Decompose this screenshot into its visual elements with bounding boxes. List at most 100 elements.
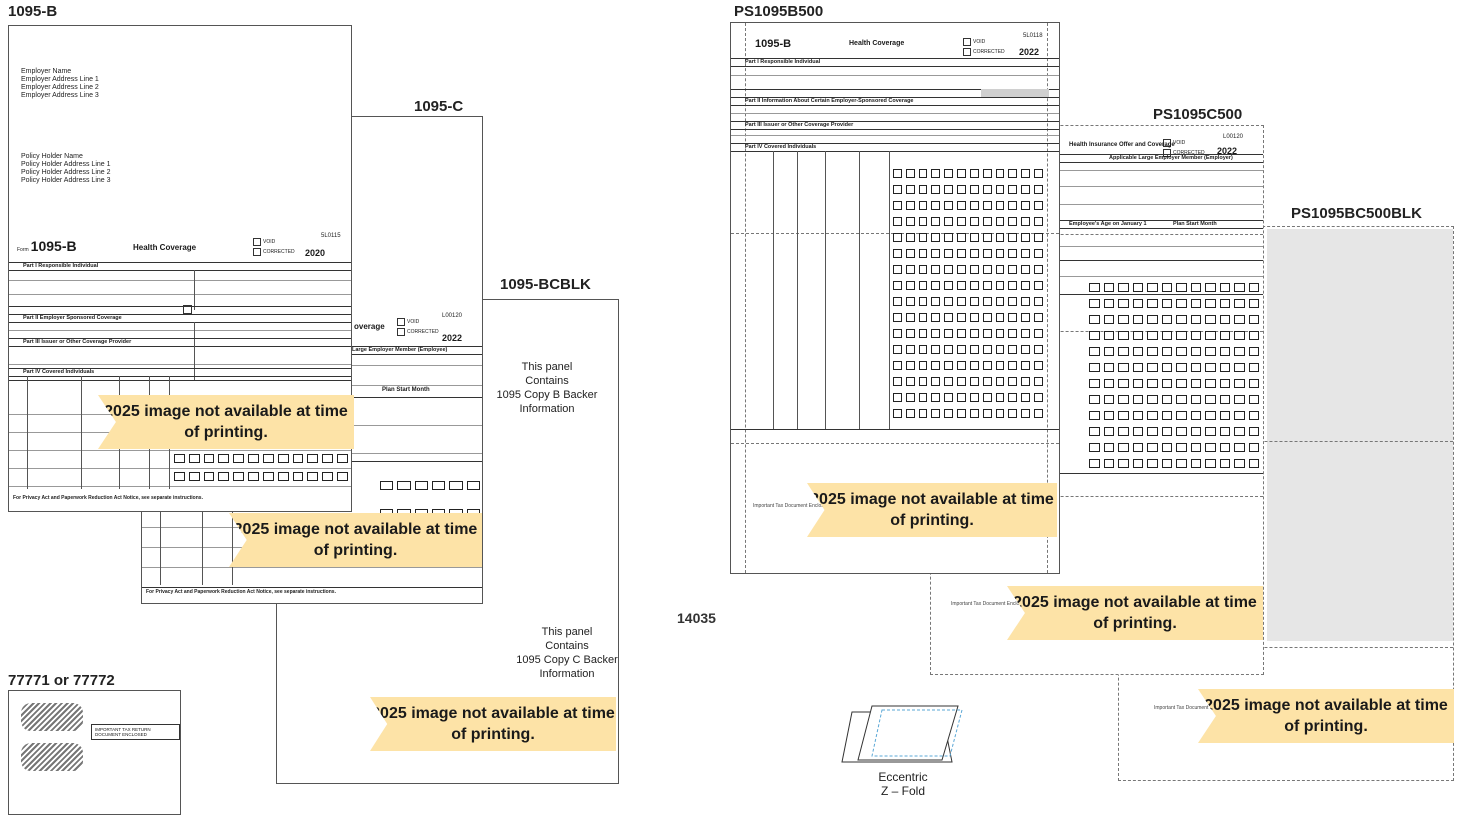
ps-b-part3: Part III Issuer or Other Coverage Provid… bbox=[745, 122, 854, 128]
panel-copy-c-text: This panel Contains 1095 Copy C Backer I… bbox=[516, 626, 618, 680]
ps-c-checkbox-row bbox=[1089, 395, 1259, 404]
form-c-code: L00120 bbox=[442, 313, 463, 319]
ps-b-checkbox-row bbox=[893, 185, 1043, 194]
form-b-footer: For Privacy Act and Paperwork Reduction … bbox=[13, 495, 203, 501]
form-c-title: overage bbox=[354, 322, 385, 331]
form-b-year: 2020 bbox=[305, 248, 326, 258]
ps-b-checkbox-row bbox=[893, 361, 1043, 370]
ps-b-notice: Important Tax Document Enclosed bbox=[753, 503, 830, 509]
ps-b-year: 2022 bbox=[1019, 47, 1040, 57]
ps-b-checkbox-row bbox=[893, 329, 1043, 338]
gray-backer-panel bbox=[1267, 229, 1453, 641]
ps-c-code: L00120 bbox=[1223, 134, 1244, 140]
void-checkbox[interactable] bbox=[397, 317, 405, 326]
sheet-ps1095bc500blk: Important Tax Document Enclosed bbox=[1118, 226, 1454, 781]
ps-c-checkbox-row bbox=[1089, 283, 1259, 292]
ps-b-number: 1095-B bbox=[755, 38, 792, 50]
label-14035: 14035 bbox=[677, 610, 716, 626]
label-1095-b: 1095-B bbox=[8, 3, 58, 20]
ps-c-plan: Plan Start Month bbox=[1173, 221, 1217, 227]
label-ps1095b500: PS1095B500 bbox=[734, 3, 824, 20]
ps-c-checkbox-row bbox=[1089, 379, 1259, 388]
banner-not-available: 2025 image not available at time of prin… bbox=[1007, 586, 1263, 640]
ps-c-checkbox-row bbox=[1089, 299, 1259, 308]
form-b-part3: Part III Issuer or Other Coverage Provid… bbox=[23, 339, 132, 345]
ps-b-checkbox-row bbox=[893, 409, 1043, 418]
ps-b-code: 5L0118 bbox=[1023, 33, 1043, 39]
banner-not-available: 2025 image not available at time of prin… bbox=[229, 513, 482, 567]
ps-c-notice: Important Tax Document Enclosed bbox=[951, 601, 1028, 607]
ps-b-checkbox-row bbox=[893, 393, 1043, 402]
ps-c-checkbox-row bbox=[1089, 459, 1259, 468]
policy-holder-address: Policy Holder Name Policy Holder Address… bbox=[21, 153, 111, 184]
envelope-window-bottom bbox=[21, 743, 83, 771]
void-checkbox[interactable] bbox=[253, 237, 261, 246]
z-fold-icon bbox=[841, 705, 963, 763]
void-checkbox[interactable] bbox=[1163, 138, 1171, 147]
banner-not-available: 2025 image not available at time of prin… bbox=[1198, 689, 1454, 743]
ps-c-checkbox-row bbox=[1089, 347, 1259, 356]
banner-not-available: 2025 image not available at time of prin… bbox=[807, 483, 1057, 537]
form-b-checkbox-row bbox=[174, 472, 348, 481]
envelope-notice: IMPORTANT TAX RETURN DOCUMENT ENCLOSED bbox=[91, 724, 180, 740]
label-ps1095bc500blk: PS1095BC500BLK bbox=[1291, 205, 1422, 222]
form-c-footer: For Privacy Act and Paperwork Reduction … bbox=[146, 589, 336, 595]
ps-b-checkbox-row bbox=[893, 169, 1043, 178]
label-1095-bcblk: 1095-BCBLK bbox=[500, 276, 591, 293]
ps-c-checkbox-row bbox=[1089, 427, 1259, 436]
ps-c-age: Employee's Age on January 1 bbox=[1069, 221, 1147, 227]
ps-b-checkbox-row bbox=[893, 217, 1043, 226]
ps-c-checkbox-row bbox=[1089, 363, 1259, 372]
ps-c-year: 2022 bbox=[1217, 146, 1238, 156]
ps-b-part4: Part IV Covered Individuals bbox=[745, 144, 817, 150]
corrected-checkbox[interactable] bbox=[397, 327, 405, 336]
label-envelope: 77771 or 77772 bbox=[8, 672, 115, 689]
ps-c-title: Health Insurance Offer and Coverage bbox=[1069, 142, 1175, 148]
ps-c-checkbox-row bbox=[1089, 331, 1259, 340]
ps-b-checkbox-row bbox=[893, 377, 1043, 386]
ps-c-checkbox-row bbox=[1089, 411, 1259, 420]
label-ps1095c500: PS1095C500 bbox=[1153, 106, 1243, 123]
ps-b-checkbox-row bbox=[893, 265, 1043, 274]
form-b-checkbox-row bbox=[174, 454, 348, 463]
origin-checkbox[interactable] bbox=[183, 305, 192, 314]
ps-b-title: Health Coverage bbox=[849, 40, 905, 47]
void-checkbox[interactable] bbox=[963, 37, 971, 46]
ps-b-part2: Part II Information About Certain Employ… bbox=[745, 98, 914, 104]
ps-b-checkbox-row bbox=[893, 345, 1043, 354]
ps-b-checkbox-row bbox=[893, 297, 1043, 306]
form-b-part2: Part II Employer Sponsored Coverage bbox=[23, 315, 122, 321]
form-b-part4: Part IV Covered Individuals bbox=[23, 369, 95, 375]
form-c-checkbox-row bbox=[380, 481, 480, 490]
ps-b-checkbox-row bbox=[893, 201, 1043, 210]
ps-c-checkbox-row bbox=[1089, 315, 1259, 324]
employer-address: Employer Name Employer Address Line 1 Em… bbox=[21, 68, 99, 99]
envelope: IMPORTANT TAX RETURN DOCUMENT ENCLOSED bbox=[8, 690, 181, 815]
form-c-part1-bar: Large Employer Member (Employee) bbox=[352, 347, 448, 353]
banner-not-available: 2025 image not available at time of prin… bbox=[370, 697, 616, 751]
form-c-plan-start: Plan Start Month bbox=[382, 387, 430, 393]
ps-c-sub: Applicable Large Employer Member (Employ… bbox=[1109, 155, 1233, 161]
form-b-title: Health Coverage bbox=[133, 243, 197, 252]
ps-b-checkbox-row bbox=[893, 249, 1043, 258]
ps-c-checkbox-row bbox=[1089, 443, 1259, 452]
panel-copy-b-text: This panel Contains 1095 Copy B Backer I… bbox=[496, 361, 598, 415]
corrected-checkbox[interactable] bbox=[963, 47, 971, 56]
form-b-code: 5L0115 bbox=[321, 233, 341, 239]
form-c-year: 2022 bbox=[442, 333, 463, 343]
ps-bcblk-notice: Important Tax Document Enclosed bbox=[1154, 705, 1231, 711]
ps-b-checkbox-row bbox=[893, 281, 1043, 290]
fold-label: Eccentric Z – Fold bbox=[878, 770, 928, 798]
ps-b-part1: Part I Responsible Individual bbox=[745, 59, 821, 65]
corrected-checkbox[interactable] bbox=[253, 247, 261, 256]
ps-b-checkbox-row bbox=[893, 313, 1043, 322]
form-b-part1: Part I Responsible Individual bbox=[23, 263, 99, 269]
corrected-checkbox[interactable] bbox=[1163, 148, 1171, 157]
ps-b-checkbox-row bbox=[893, 233, 1043, 242]
envelope-window-top bbox=[21, 703, 83, 731]
